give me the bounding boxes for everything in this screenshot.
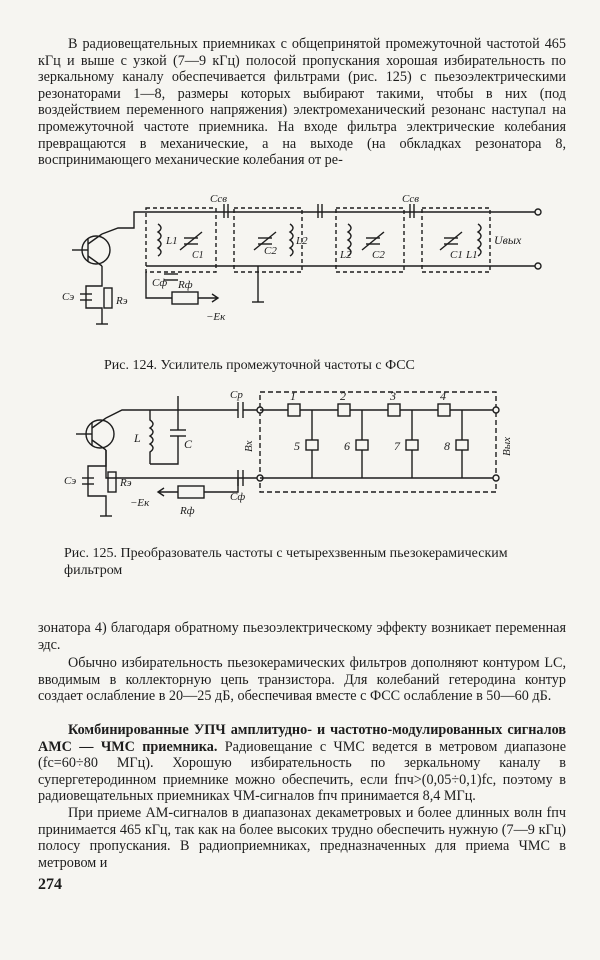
figure-124-circuit: Cсв Cсв L1 C1 C2 L2 L2 C2 C1 L1 Uвых Cэ …	[62, 193, 542, 325]
cap-c1	[179, 231, 203, 251]
resonator-7	[405, 410, 419, 478]
coil-l2	[288, 223, 294, 257]
paragraph-selectivity: Обычно избирательность пьезокерамических…	[38, 655, 566, 705]
resonator-4	[437, 403, 451, 417]
coil-l1	[156, 223, 162, 257]
label-l2b: L2	[339, 249, 352, 261]
label-c1: C1	[192, 250, 204, 261]
caption-fig-125: Рис. 125. Преобразователь частоты с четы…	[64, 546, 508, 578]
resonator-1	[287, 403, 301, 417]
resonator-5	[305, 410, 319, 478]
label-cf: Cф	[152, 277, 167, 289]
label-cp-1: Cр	[230, 389, 243, 401]
label-c2b: C2	[372, 249, 385, 261]
label-l2: L2	[295, 235, 308, 247]
section-body: Радиовещание с ЧМС ведется в метровом ди…	[38, 738, 566, 805]
page-number: 274	[38, 876, 62, 893]
resonator-3	[387, 403, 401, 417]
label-r6: 6	[344, 439, 350, 453]
label-ce: Cэ	[62, 291, 74, 303]
label-l1: L1	[165, 235, 178, 247]
paragraph-am-reception: При приеме АМ-сигналов в диапазонах дека…	[38, 805, 566, 871]
label-c2: C2	[264, 245, 277, 257]
caption-fig-124: Рис. 124. Усилитель промежуточной частот…	[104, 358, 415, 373]
paragraph-continuation: зонатора 4) благодаря обратному пьезоэле…	[38, 620, 566, 653]
label-ek: −Eк	[206, 311, 226, 323]
label-csv-2: Cсв	[402, 193, 419, 205]
cap-c2b	[361, 231, 385, 251]
shield-box-2	[233, 207, 303, 273]
label-r3: 3	[389, 389, 396, 403]
resonator-2	[337, 403, 351, 417]
shield-box-4	[421, 207, 491, 273]
paragraph-intro: В радиовещательных приемниках с общеприн…	[38, 36, 566, 169]
label-csv-1: Cсв	[210, 193, 227, 205]
label-r1: 1	[290, 389, 296, 403]
coil-l1b	[476, 223, 482, 257]
label-ce: Cэ	[64, 475, 76, 487]
figure-125-circuit: L C Cр Cф Вх Вых 1 2 3 4 5 6 7 8 Cэ Rэ R…	[64, 389, 513, 517]
label-re: Rэ	[119, 477, 132, 489]
label-r4: 4	[440, 389, 446, 403]
label-uvyh: Uвых	[494, 233, 522, 247]
label-r5: 5	[294, 439, 300, 453]
cap-c1b	[439, 231, 463, 251]
label-r2: 2	[340, 389, 346, 403]
label-cf: Cф	[230, 491, 245, 503]
label-rf: Rф	[179, 505, 195, 517]
label-c1b: C1	[450, 249, 463, 261]
label-vx: Вх	[243, 440, 255, 452]
resonator-8	[455, 410, 469, 478]
shield-box-1	[145, 207, 217, 273]
label-vyh: Вых	[501, 437, 513, 456]
label-l1b: L1	[465, 249, 478, 261]
label-ek: −Eк	[130, 497, 150, 509]
label-c: C	[184, 437, 193, 451]
label-rf: Rф	[177, 279, 193, 291]
label-re: Rэ	[115, 295, 128, 307]
paragraph-combined-upch: Комбинированные УПЧ амплитудно- и частот…	[38, 722, 566, 805]
label-r7: 7	[394, 439, 401, 453]
shield-box-3	[335, 207, 405, 273]
coil-l2b	[346, 223, 352, 257]
section-heading: Комбинированные УПЧ амплитудно- и частот…	[38, 722, 566, 755]
label-l: L	[133, 431, 141, 445]
resonator-6	[355, 410, 369, 478]
cap-c2	[253, 231, 277, 251]
label-r8: 8	[444, 439, 450, 453]
